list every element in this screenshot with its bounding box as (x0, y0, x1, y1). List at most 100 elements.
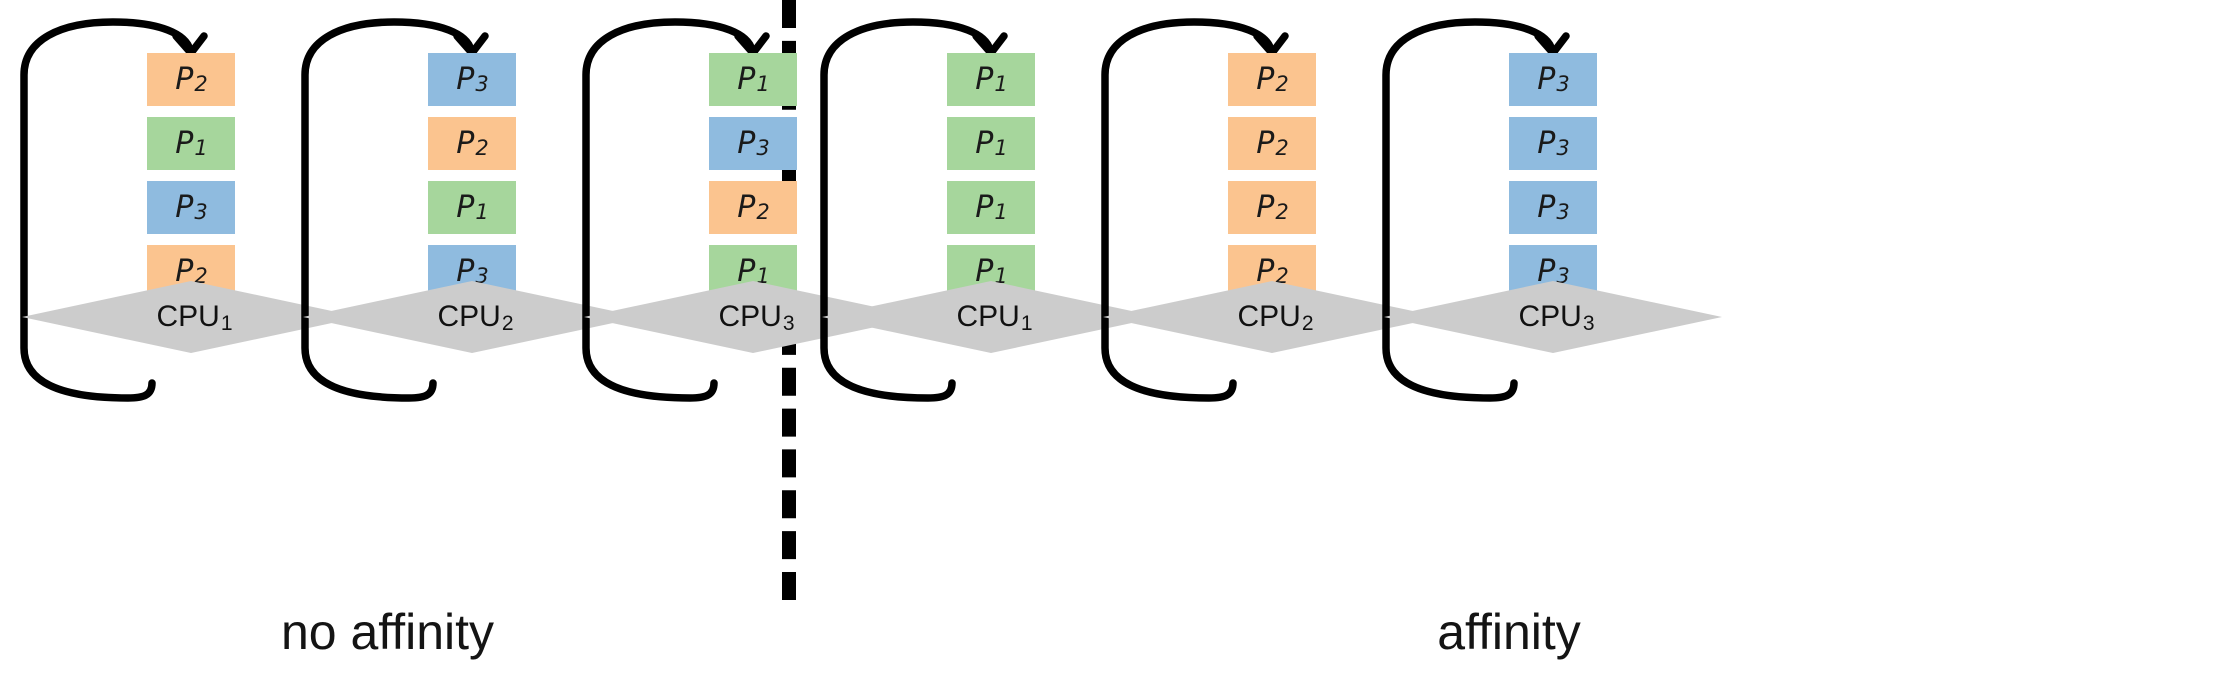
process-index: 1 (756, 72, 770, 96)
cpu-label-text: CPU (956, 300, 1020, 333)
process-label: P (1256, 189, 1275, 225)
process-label: P (175, 61, 194, 97)
cpu-label-text: CPU (156, 300, 220, 333)
process-label: P (975, 125, 994, 161)
process-index: 1 (994, 264, 1008, 288)
process-index: 2 (475, 136, 489, 160)
process-label: P (1537, 61, 1556, 97)
process-index: 2 (756, 200, 770, 224)
process-index: 2 (194, 72, 208, 96)
process-index: 3 (1556, 200, 1570, 224)
process-label: P (1256, 125, 1275, 161)
process-index: 2 (1275, 264, 1289, 288)
process-label: P (175, 253, 194, 289)
process-label: P (1537, 189, 1556, 225)
cpu-index: 3 (782, 312, 795, 335)
process-label: P (975, 61, 994, 97)
process-label: P (175, 189, 194, 225)
process-index: 3 (1556, 72, 1570, 96)
cpu-index: 2 (1301, 312, 1314, 335)
cpu-label-text: CPU (718, 300, 782, 333)
process-label: P (175, 125, 194, 161)
cpu-label-text: CPU (1237, 300, 1301, 333)
process-index: 1 (756, 264, 770, 288)
arrowhead-icon (1534, 32, 1570, 57)
cpu-index: 1 (1020, 312, 1033, 335)
process-label: P (456, 125, 475, 161)
process-index: 1 (194, 136, 208, 160)
process-index: 3 (475, 72, 489, 96)
process-index: 3 (1556, 264, 1570, 288)
process-index: 3 (1556, 136, 1570, 160)
process-index: 3 (756, 136, 770, 160)
arrowhead-icon (734, 32, 770, 57)
cpu-label-text: CPU (437, 300, 501, 333)
panel-no-affinity: no affinity (0, 0, 775, 673)
process-index: 3 (194, 200, 208, 224)
process-label: P (1256, 253, 1275, 289)
process-index: 1 (994, 72, 1008, 96)
process-index: 2 (1275, 136, 1289, 160)
process-index: 1 (994, 136, 1008, 160)
process-label: P (975, 189, 994, 225)
process-label: P (1537, 253, 1556, 289)
process-label: P (975, 253, 994, 289)
process-index: 1 (475, 200, 489, 224)
arrowhead-icon (453, 32, 489, 57)
process-index: 2 (1275, 72, 1289, 96)
process-index: 3 (475, 264, 489, 288)
panel-caption-affinity: affinity (1437, 604, 1581, 660)
cpu-index: 3 (1582, 312, 1595, 335)
arrowhead-icon (972, 32, 1008, 57)
process-label: P (737, 125, 756, 161)
process-index: 1 (994, 200, 1008, 224)
process-label: P (456, 61, 475, 97)
panel-affinity: affinity (790, 0, 2228, 673)
process-index: 2 (194, 264, 208, 288)
cpu-label-text: CPU (1518, 300, 1582, 333)
cpu-index: 2 (501, 312, 514, 335)
process-label: P (1537, 125, 1556, 161)
process-label: P (1256, 61, 1275, 97)
arrowhead-icon (172, 32, 208, 57)
arrowhead-icon (1253, 32, 1289, 57)
process-label: P (456, 189, 475, 225)
panel-caption-no-affinity: no affinity (280, 604, 495, 660)
process-index: 2 (1275, 200, 1289, 224)
